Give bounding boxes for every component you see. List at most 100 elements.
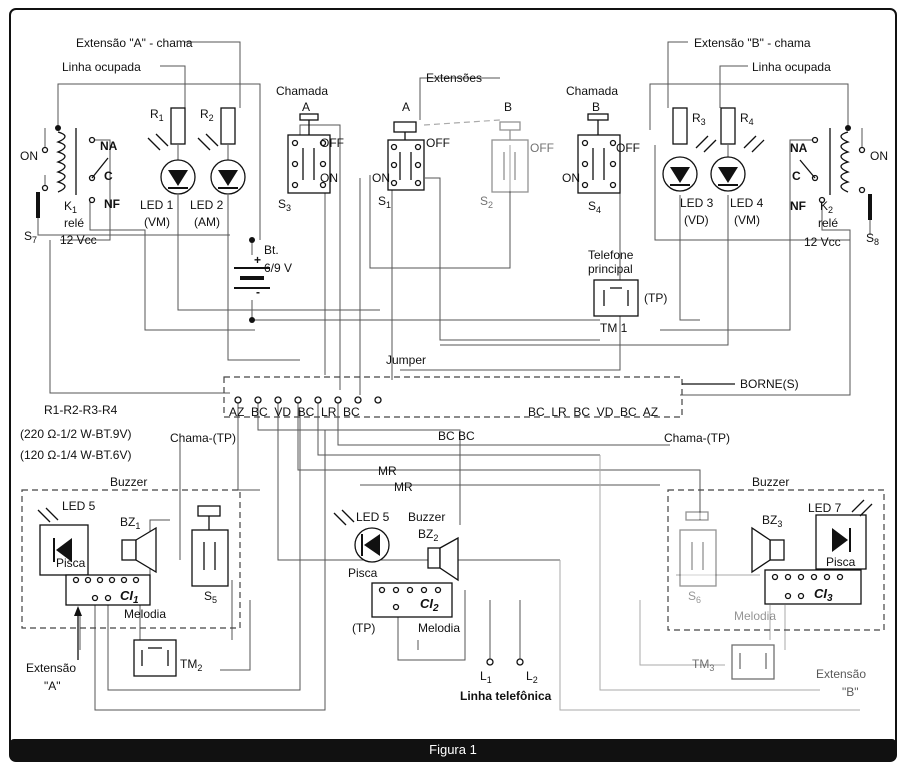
label-on-right: ON (870, 149, 888, 163)
label-led1-color: (VM) (144, 215, 170, 229)
battery (234, 237, 270, 323)
label-k2: K (820, 199, 828, 213)
label-l1: L (480, 669, 487, 683)
chip-ci1 (65, 574, 151, 606)
wiring (37, 41, 871, 711)
label-led2-color: (AM) (194, 215, 220, 229)
svg-text:TM3: TM3 (692, 657, 714, 673)
label-linha-ocupada-b: Linha ocupada (752, 60, 831, 74)
label-off-s1: OFF (426, 136, 450, 150)
label-nf-left: NF (104, 197, 120, 211)
label-k1-sub: 1 (72, 205, 77, 215)
label-r3: R (692, 111, 701, 125)
label-a-top: A (302, 100, 310, 114)
label-ext-a-chama: Extensão "A" - chama (76, 36, 193, 50)
buzzer-bz3 (751, 526, 785, 574)
chip-ci3 (764, 569, 862, 605)
label-s2: S (480, 194, 488, 208)
resistor-r2 (220, 107, 236, 145)
led-1 (147, 133, 196, 195)
label-tm2: TM (180, 657, 197, 671)
label-ext-a-bottom: Extensão (26, 661, 76, 675)
label-c-right: C (792, 169, 801, 183)
label-pisca-mid: Pisca (348, 566, 378, 580)
label-s8: S (866, 231, 874, 245)
label-buzzer-right: Buzzer (752, 475, 789, 489)
label-led5-mid: LED 5 (356, 510, 390, 524)
label-mr2: MR (394, 480, 413, 494)
label-led4: LED 4 (730, 196, 764, 210)
label-melodia-mid: Melodia (418, 621, 460, 635)
label-bt-voltage: 6/9 V (264, 261, 292, 275)
label-vcc2: 12 Vcc (804, 235, 841, 249)
label-minus: - (256, 285, 260, 299)
label-borne-right: BC LR BC VD BC AZ (528, 405, 658, 419)
label-buzzer-mid: Buzzer (408, 510, 445, 524)
resistor-r4 (720, 107, 736, 145)
label-ext-b-chama: Extensão "B" - chama (694, 36, 811, 50)
label-ext-b: B (504, 100, 512, 114)
svg-text:BZ1: BZ1 (120, 515, 140, 531)
label-pisca-right: Pisca (826, 555, 856, 569)
svg-text:CI3: CI3 (814, 586, 833, 604)
svg-text:R4: R4 (740, 111, 754, 127)
led-5-left (37, 507, 89, 576)
led-7 (815, 499, 873, 570)
label-on-left: ON (20, 149, 38, 163)
label-ext-a: A (402, 100, 410, 114)
label-k1: K (64, 199, 72, 213)
svg-text:R2: R2 (200, 107, 214, 123)
switch-s3 (287, 113, 331, 194)
label-bz3-sub: 3 (777, 519, 782, 529)
svg-text:S4: S4 (588, 199, 601, 215)
label-res-6v: (120 Ω-1/4 W-BT.6V) (20, 448, 131, 462)
label-s5: S (204, 589, 212, 603)
buzzer-bz2 (427, 536, 459, 582)
label-s5-sub: 5 (212, 595, 217, 605)
label-chama-tp-right: Chama-(TP) (664, 431, 730, 445)
svg-text:S7: S7 (24, 229, 37, 245)
switch-s5 (191, 505, 229, 587)
switch-s2 (423, 119, 529, 193)
label-bz2-sub: 2 (433, 533, 438, 543)
label-ci1-sub: 1 (133, 595, 139, 606)
label-ext-b-bottom-2: "B" (842, 685, 859, 699)
label-chamada-b: Chamada (566, 84, 618, 98)
switch-s6 (679, 511, 717, 587)
label-s4: S (588, 199, 596, 213)
label-mr1: MR (378, 464, 397, 478)
label-k2-sub: 2 (828, 205, 833, 215)
led-2 (197, 133, 246, 195)
label-led4-color: (VM) (734, 213, 760, 227)
label-melodia-right: Melodia (734, 609, 776, 623)
label-jumper: Jumper (386, 353, 426, 367)
switch-s7 (36, 146, 49, 218)
label-extensoes: Extensões (426, 71, 482, 85)
label-l1-sub: 1 (487, 675, 492, 685)
svg-text:S5: S5 (204, 589, 217, 605)
label-nf-right: NF (790, 199, 806, 213)
label-s3-sub: 3 (286, 203, 291, 213)
label-resistors: R1-R2-R3-R4 (44, 403, 118, 417)
label-c-left: C (104, 169, 113, 183)
label-na-left: NA (100, 139, 118, 153)
label-bz1-sub: 1 (135, 521, 140, 531)
svg-text:TM2: TM2 (180, 657, 202, 673)
label-l2-sub: 2 (533, 675, 538, 685)
resistor-r3 (672, 107, 688, 145)
switch-s8 (858, 146, 872, 220)
label-tm3-sub: 3 (709, 663, 714, 673)
label-ext-a-bottom-2: "A" (44, 679, 61, 693)
label-ci3: CI (814, 586, 827, 601)
svg-text:S8: S8 (866, 231, 879, 247)
label-ci3-sub: 3 (827, 593, 833, 604)
label-on-s1: ON (372, 171, 390, 185)
label-off-s3: OFF (320, 136, 344, 150)
svg-text:K2: K2 (820, 199, 833, 215)
svg-text:BZ2: BZ2 (418, 527, 438, 543)
switch-s4 (577, 113, 621, 194)
svg-text:S6: S6 (688, 589, 701, 605)
label-tm1: TM 1 (600, 321, 628, 335)
led-5-mid (333, 509, 390, 563)
svg-text:S1: S1 (378, 194, 391, 210)
